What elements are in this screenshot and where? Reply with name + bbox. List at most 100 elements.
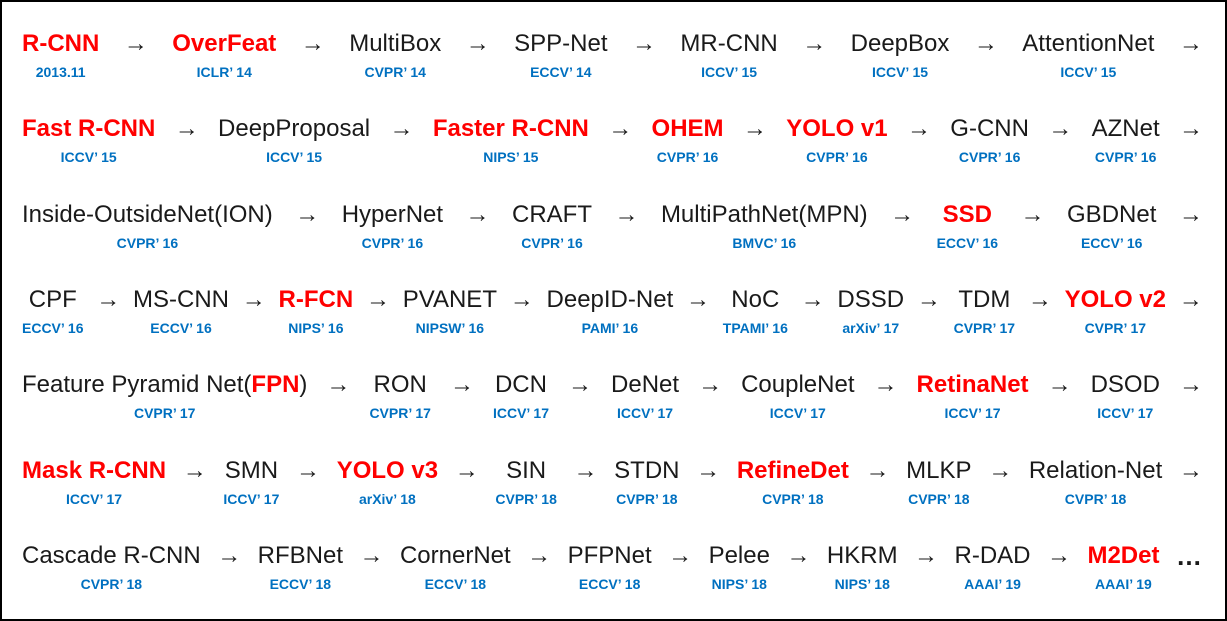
model-name-part: MultiPathNet(MPN) [660,200,868,228]
arrow-icon: → [631,30,656,58]
venue-label: ICCV’ 17 [617,405,674,422]
model-name-part: Mask R-CNN [22,456,167,484]
model-name-part: OverFeat [172,30,277,58]
arrow-icon: → [1047,371,1072,399]
model-name: PFPNet [568,541,652,571]
model-name: NoC [731,285,779,315]
arrow-icon: → [359,541,384,569]
venue-label: TPAMI’ 16 [722,319,788,336]
venue-label: ICCV’ 17 [492,405,549,422]
venue-label: ECCV’ 16 [936,234,999,251]
model-name: SPP-Net [514,29,607,59]
model-name-part: YOLO v1 [786,115,888,143]
venue-label: PAMI’ 16 [581,319,639,336]
model-name: SMN [225,456,278,486]
venue-label: CVPR’ 18 [80,575,143,592]
model-name: DSOD [1091,370,1160,400]
model-name-part: MR-CNN [680,30,778,58]
arrow-icon: → [698,371,723,399]
arrow-icon: → [96,285,121,313]
model-name-part: Fast R-CNN [22,115,156,143]
model-name: OverFeat [172,29,276,59]
arrow-icon: → [802,30,827,58]
venue-label: CVPR’ 18 [495,490,557,507]
model-name: MultiPathNet(MPN) [661,200,868,230]
model-name: HKRM [827,541,898,571]
arrow-icon: → [241,285,266,313]
arrow-icon: → [1178,200,1203,228]
venue-label: ICCV’ 15 [60,149,117,166]
model-name: RON [374,370,427,400]
arrow-icon: → [786,541,811,569]
model-name-part: ) [299,371,308,399]
arrow-icon: → [906,115,931,143]
model-name-part: YOLO v3 [336,456,439,484]
arrow-icon: → [800,285,825,313]
venue-label: CVPR’ 18 [616,490,678,507]
model-node: R-FCN NIPS’ 16 [279,285,354,336]
arrow-icon: → [465,200,490,228]
model-name-part: FPN [251,371,300,399]
model-name-part: CoupleNet [741,371,855,399]
model-name-part: CornerNet [399,541,511,569]
model-name-part: MLKP [906,456,972,484]
model-name-part: AZNet [1091,115,1160,143]
arrow-icon: → [873,371,898,399]
model-name: R-FCN [279,285,354,315]
venue-label: ECCV’ 16 [150,319,212,336]
model-name-part: SPP-Net [514,30,608,58]
model-name-part: DSOD [1090,371,1160,399]
model-name-part: R-CNN [22,30,100,58]
model-name-part: DSSD [837,285,905,313]
arrow-icon: → [296,456,321,484]
model-name: AZNet [1092,114,1160,144]
venue-label: ECCV’ 14 [530,64,592,81]
venue-label: NIPS’ 18 [834,575,890,592]
model-name-part: DeepID-Net [546,285,674,313]
model-name: MultiBox [349,29,441,59]
arrow-icon: → [1178,371,1203,399]
venue-label: CVPR’ 18 [908,490,970,507]
model-name: PVANET [403,285,497,315]
model-name: Fast R-CNN [22,114,155,144]
arrow-icon: → [865,456,890,484]
arrow-icon: → [568,371,592,399]
venue-label: BMVC’ 16 [732,234,797,251]
model-name-part: YOLO v2 [1064,285,1166,313]
model-name-part: DeepBox [850,30,950,58]
arrow-icon: → [1178,285,1203,313]
model-name: YOLO v3 [337,456,438,486]
model-name: Mask R-CNN [22,456,166,486]
venue-label: CVPR’ 16 [521,234,583,251]
model-name: M2Det [1087,541,1159,571]
model-name: OHEM [652,114,724,144]
model-name: YOLO v2 [1065,285,1166,315]
venue-label: NIPS’ 16 [288,319,344,336]
model-name: MLKP [906,456,971,486]
venue-label: arXiv’ 18 [358,490,416,507]
venue-label: ICCV’ 15 [701,64,758,81]
arrow-icon: → [365,285,390,313]
model-name-part: SIN [506,456,547,484]
arrow-icon: → [182,456,207,484]
venue-label: CVPR’ 18 [762,490,824,507]
arrow-icon: → [916,285,941,313]
arrow-icon: → [614,200,639,228]
